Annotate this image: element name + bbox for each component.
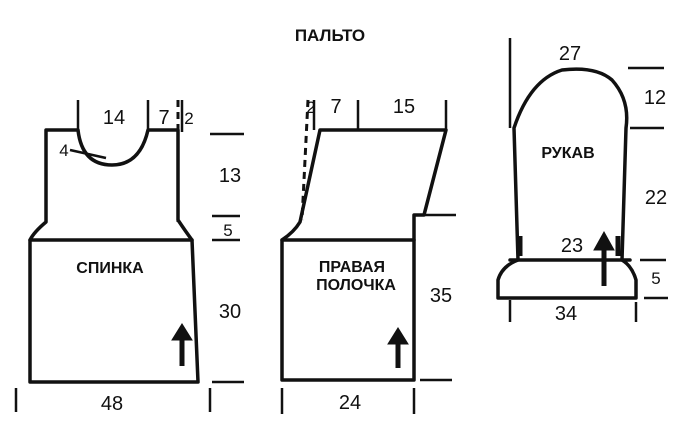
sleeve-label: РУКАВ	[541, 145, 594, 162]
back-piece: СПИНКА 14 7 2 4 13 5 30 48	[14, 100, 244, 415]
sleeve-outline	[496, 67, 638, 300]
back-shoulder-edge: 2	[184, 109, 193, 128]
back-outline	[28, 128, 200, 384]
back-armhole-height: 13	[219, 165, 241, 187]
back-neck-width: 14	[103, 107, 125, 129]
back-armhole-shaping: 5	[223, 221, 232, 240]
front-label-line2: ПОЛОЧКА	[316, 277, 396, 294]
front-neck-width: 15	[393, 96, 415, 118]
front-body-height: 35	[430, 285, 452, 307]
sleeve-grain-arrow-icon	[593, 230, 615, 286]
sleeve-piece: РУКАВ 27 12 22 23 5 34	[496, 38, 668, 325]
front-label-line1: ПРАВАЯ	[319, 259, 385, 276]
sleeve-cap-height: 12	[644, 87, 666, 109]
sleeve-cap-top: 27	[559, 43, 581, 65]
back-bottom-width: 48	[101, 393, 123, 415]
back-body-height: 30	[219, 301, 241, 323]
back-neck-depth: 4	[59, 141, 68, 160]
back-neck-depth-mark	[69, 148, 107, 160]
front-piece: ПРАВАЯ ПОЛОЧКА 2 7 15 35 24	[280, 96, 456, 414]
sleeve-cuff-width: 34	[555, 303, 577, 325]
front-outline	[280, 128, 448, 382]
front-side-dashed-line	[300, 99, 310, 221]
front-grain-arrow-icon	[387, 327, 409, 368]
back-shoulder-width: 7	[158, 107, 169, 129]
back-label: СПИНКА	[76, 260, 144, 277]
front-shoulder-width: 7	[330, 96, 341, 118]
front-bottom-width: 24	[339, 392, 361, 414]
front-shoulder-edge: 2	[306, 98, 315, 117]
sleeve-width-above-cuff: 23	[561, 235, 583, 257]
diagram-title: ПАЛЬТО	[295, 26, 365, 45]
back-grain-arrow-icon	[171, 323, 193, 366]
sleeve-cuff-height: 5	[651, 269, 660, 288]
sleeve-height: 22	[645, 187, 667, 209]
